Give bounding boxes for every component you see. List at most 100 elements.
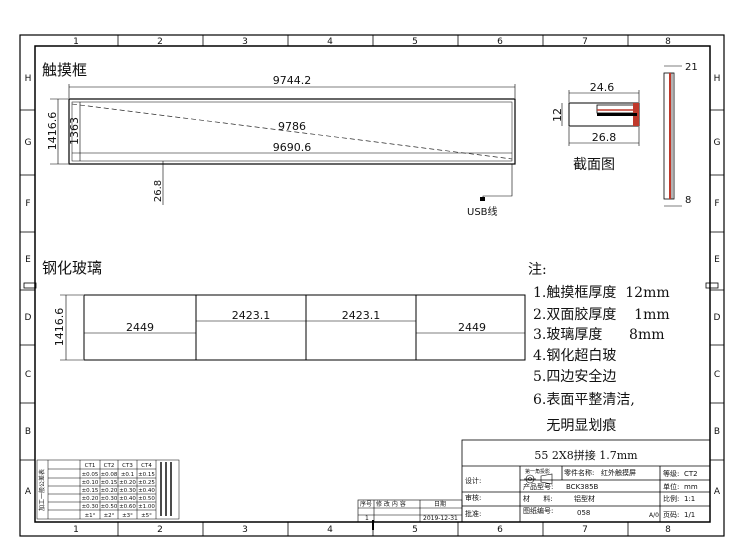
unit: mm xyxy=(684,483,698,491)
tolerance-title: 加工一般公差表 xyxy=(38,469,46,511)
projection-symbol-icon xyxy=(524,473,553,485)
tolerance-cell: ±0.15 xyxy=(101,480,118,486)
project-title: 55 2X8拼接 1.7mm xyxy=(534,448,638,462)
row-label: F xyxy=(714,199,719,209)
glass-panel-dim-label: 2423.1 xyxy=(342,309,381,322)
row-label: C xyxy=(25,370,31,380)
part-name-label: 零件名称: xyxy=(564,468,594,477)
revision-code: A/0 xyxy=(649,512,659,519)
tolerance-cell: ±0.05 xyxy=(82,472,99,478)
tolerance-header: CT1 xyxy=(85,463,96,469)
glass-panel-dim-label: 2423.1 xyxy=(232,309,271,322)
revision-date: 2019-12-31 xyxy=(423,515,458,522)
title-block-grid xyxy=(461,439,711,523)
grade-label: 等级: xyxy=(663,469,679,478)
dim-overall-height xyxy=(50,98,68,165)
glass-panel xyxy=(195,294,307,361)
dim-section-top-label: 24.6 xyxy=(590,81,615,94)
note-item: 无明显划痕 xyxy=(533,418,616,434)
tolerance-cell: ±0.50 xyxy=(138,496,155,502)
dim-inner-width-label: 9690.6 xyxy=(273,141,312,154)
row-label: H xyxy=(25,74,32,84)
col-label: 7 xyxy=(582,525,588,535)
scale: 1:1 xyxy=(684,495,695,503)
glass-panel-dim-label: 2449 xyxy=(126,321,154,334)
row-label: D xyxy=(25,313,32,323)
row-label: B xyxy=(714,427,720,437)
col-label: 5 xyxy=(412,37,418,47)
col-label: 3 xyxy=(242,37,248,47)
row-label: H xyxy=(714,74,721,84)
tolerance-cell: ±0.15 xyxy=(82,488,99,494)
glass-panel-dim-label: 2449 xyxy=(458,321,486,334)
unit-label: 单位: xyxy=(663,482,679,491)
touch-frame-title: 触摸框 xyxy=(42,61,87,79)
col-label: 7 xyxy=(582,37,588,47)
tolerance-cell: ±5° xyxy=(141,513,152,519)
scale-label: 比例: xyxy=(663,494,679,503)
usb-plug-icon xyxy=(480,197,485,201)
note-item: 3.玻璃厚度 8mm xyxy=(533,326,665,343)
tolerance-cell: ±1.00 xyxy=(138,504,155,510)
note-item: 6.表面平整清洁, xyxy=(533,392,635,408)
center-mark xyxy=(23,282,37,289)
tolerance-header: CT3 xyxy=(122,463,133,469)
tolerance-cell: ±0.30 xyxy=(101,496,118,502)
touch-frame-outline xyxy=(68,98,516,165)
dim-overall-width-label: 9744.2 xyxy=(273,74,312,87)
side-view xyxy=(663,65,682,207)
note-item: 2.双面胶厚度 1mm xyxy=(533,306,670,323)
tolerance-cell: ±0.1 xyxy=(121,472,134,478)
outer-border xyxy=(19,34,725,537)
diagonal-line xyxy=(71,103,513,160)
dim-section-bottom xyxy=(568,127,640,146)
col-label: 1 xyxy=(73,525,79,535)
col-label: 2 xyxy=(157,525,163,535)
dim-section-top xyxy=(568,90,640,102)
note-item: 1.触摸框厚度 12mm xyxy=(533,285,670,301)
side-bottom-dim-label: 8 xyxy=(685,195,691,206)
approve-label: 批准: xyxy=(465,509,481,518)
row-label: E xyxy=(714,255,720,265)
col-label: 4 xyxy=(327,37,333,47)
drawing-no-label: 图纸编号: xyxy=(523,506,553,515)
tolerance-cell: ±0.20 xyxy=(119,480,136,486)
model-label: 产品型号: xyxy=(523,482,553,491)
dim-overall-height-label: 1416.6 xyxy=(46,112,59,151)
tolerance-cell: ±3° xyxy=(122,513,133,519)
side-top-dim-label: 21 xyxy=(685,62,698,73)
col-label: 6 xyxy=(497,525,503,535)
revision-header: 日期 xyxy=(434,500,446,508)
tolerance-cell: ±0.15 xyxy=(138,472,155,478)
dim-inner-height-label: 1363 xyxy=(68,117,81,145)
tolerance-cell: ±0.60 xyxy=(119,504,136,510)
design-label: 设计: xyxy=(465,476,481,485)
row-label: C xyxy=(714,370,720,380)
center-mark xyxy=(705,282,719,289)
col-label: 3 xyxy=(242,525,248,535)
tolerance-cell: ±0.50 xyxy=(101,504,118,510)
col-label: 5 xyxy=(412,525,418,535)
section-view-title: 截面图 xyxy=(573,157,615,173)
revision-table xyxy=(357,499,463,523)
page-label: 页码: xyxy=(663,511,679,519)
glass-view xyxy=(83,294,526,361)
section-glass xyxy=(597,113,637,116)
tolerance-cell: ±0.30 xyxy=(119,488,136,494)
tolerance-cell: ±0.40 xyxy=(138,488,155,494)
tolerance-cell: ±2° xyxy=(104,513,115,519)
tolerance-header: CT4 xyxy=(141,463,152,469)
col-label: 8 xyxy=(665,525,671,535)
touch-frame-inner xyxy=(71,101,513,162)
material-label: 材 料: xyxy=(523,494,553,503)
col-label: 1 xyxy=(73,37,79,47)
row-label: G xyxy=(714,138,721,148)
revision-header: 修 改 内 容 xyxy=(376,500,406,508)
section-inner xyxy=(596,104,636,114)
tolerance-cell: ±0.08 xyxy=(101,472,118,478)
col-label: 4 xyxy=(327,525,333,535)
tolerance-cell: ±0.40 xyxy=(119,496,136,502)
tolerance-cell: ±1° xyxy=(85,513,96,519)
glass-panel xyxy=(415,294,526,361)
dim-section-height-label: 12 xyxy=(551,108,564,122)
